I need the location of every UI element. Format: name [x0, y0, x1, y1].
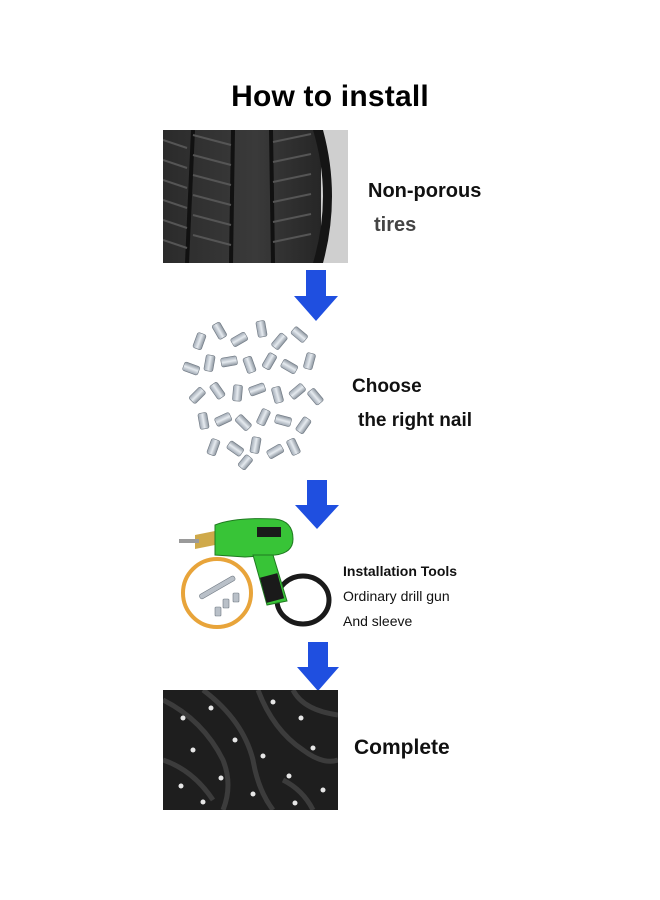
step-2-label: Choose the right nail — [352, 370, 472, 438]
tire-tread-image — [163, 130, 348, 263]
arrow-down-icon — [295, 480, 339, 529]
drill-gun-image — [175, 515, 340, 633]
step-2-line-1: Choose — [352, 376, 422, 397]
step-3-line-1: Installation Tools — [343, 563, 458, 579]
arrow-down-icon — [297, 642, 339, 691]
studded-tire-image — [163, 690, 338, 810]
step-3-label: Installation Tools Ordinary drill gun An… — [343, 559, 457, 634]
step-1-line-1: Non-porous — [368, 180, 482, 202]
step-3-line-3: And sleeve — [343, 613, 413, 629]
tire-studs-image — [175, 313, 325, 473]
step-1-label: Non-porous tires — [368, 174, 481, 242]
step-4-line-1: Complete — [354, 736, 450, 759]
step-4-label: Complete — [354, 731, 450, 765]
step-3-line-2: Ordinary drill gun — [343, 588, 450, 604]
arrow-down-icon — [294, 270, 338, 321]
step-1-line-2: tires — [374, 214, 417, 236]
step-2-line-2: the right nail — [358, 410, 472, 431]
page-title: How to install — [231, 80, 429, 113]
